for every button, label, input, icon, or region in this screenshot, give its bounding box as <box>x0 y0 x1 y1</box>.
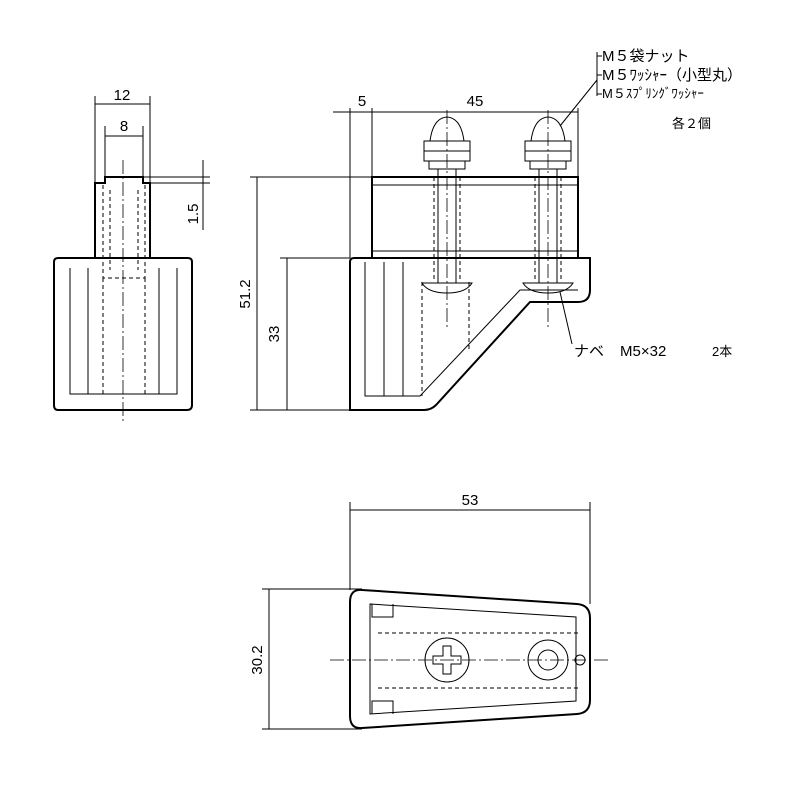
front-view-hidden-boss <box>421 282 470 396</box>
dim-text-33: 33 <box>266 326 283 343</box>
top-view-inner-outline <box>369 603 577 715</box>
side-view-inner-wall <box>69 268 178 395</box>
side-view-outline <box>53 176 193 411</box>
dim-text-1-5: 1.5 <box>185 204 202 225</box>
dim-text-30-2: 30.2 <box>249 645 266 674</box>
dim-text-5: 5 <box>358 93 366 110</box>
callout-screw-qty: 2本 <box>712 344 732 359</box>
callout-spring-washer: M５ｽﾌﾟﾘﾝｸﾞﾜｯｼｬｰ <box>602 86 704 101</box>
dim-text-45: 45 <box>467 93 484 110</box>
callout-nut: M５袋ナット <box>602 48 690 65</box>
callout-each-qty: 各２個 <box>672 116 711 131</box>
front-view-outline <box>349 257 591 411</box>
phillips-cross <box>432 645 462 675</box>
callout-leader-nut <box>559 79 598 127</box>
callout-screw-size: M5×32 <box>620 343 666 360</box>
callout-leader-screw <box>559 291 573 345</box>
dim-text-53: 53 <box>462 492 479 509</box>
top-view-hidden-lines <box>378 632 578 689</box>
bolt-assembly-left <box>421 110 473 330</box>
side-view: 12 8 1.5 <box>53 87 210 422</box>
front-view-upper-block <box>371 176 579 259</box>
callout-screw-label: ナベ <box>574 343 604 360</box>
bolt-assembly-right <box>522 110 574 330</box>
side-view-hidden-hole <box>102 278 146 394</box>
dim-text-12: 12 <box>114 87 131 104</box>
dim-text-51-2: 51.2 <box>237 279 254 308</box>
side-view-inner-lines <box>87 268 160 394</box>
dim-text-8: 8 <box>120 118 128 135</box>
front-view: 5 45 51.2 33 <box>237 52 602 411</box>
front-view-inner-rib <box>364 262 578 397</box>
top-view: 53 30.2 <box>249 492 610 730</box>
top-view-outline <box>349 588 591 730</box>
top-view-notches <box>370 603 394 714</box>
side-view-hidden-slot <box>109 190 139 270</box>
side-view-hidden-boss <box>102 185 146 279</box>
callout-washer: M５ﾜｯｼｬｰ（小型丸） <box>602 67 742 84</box>
